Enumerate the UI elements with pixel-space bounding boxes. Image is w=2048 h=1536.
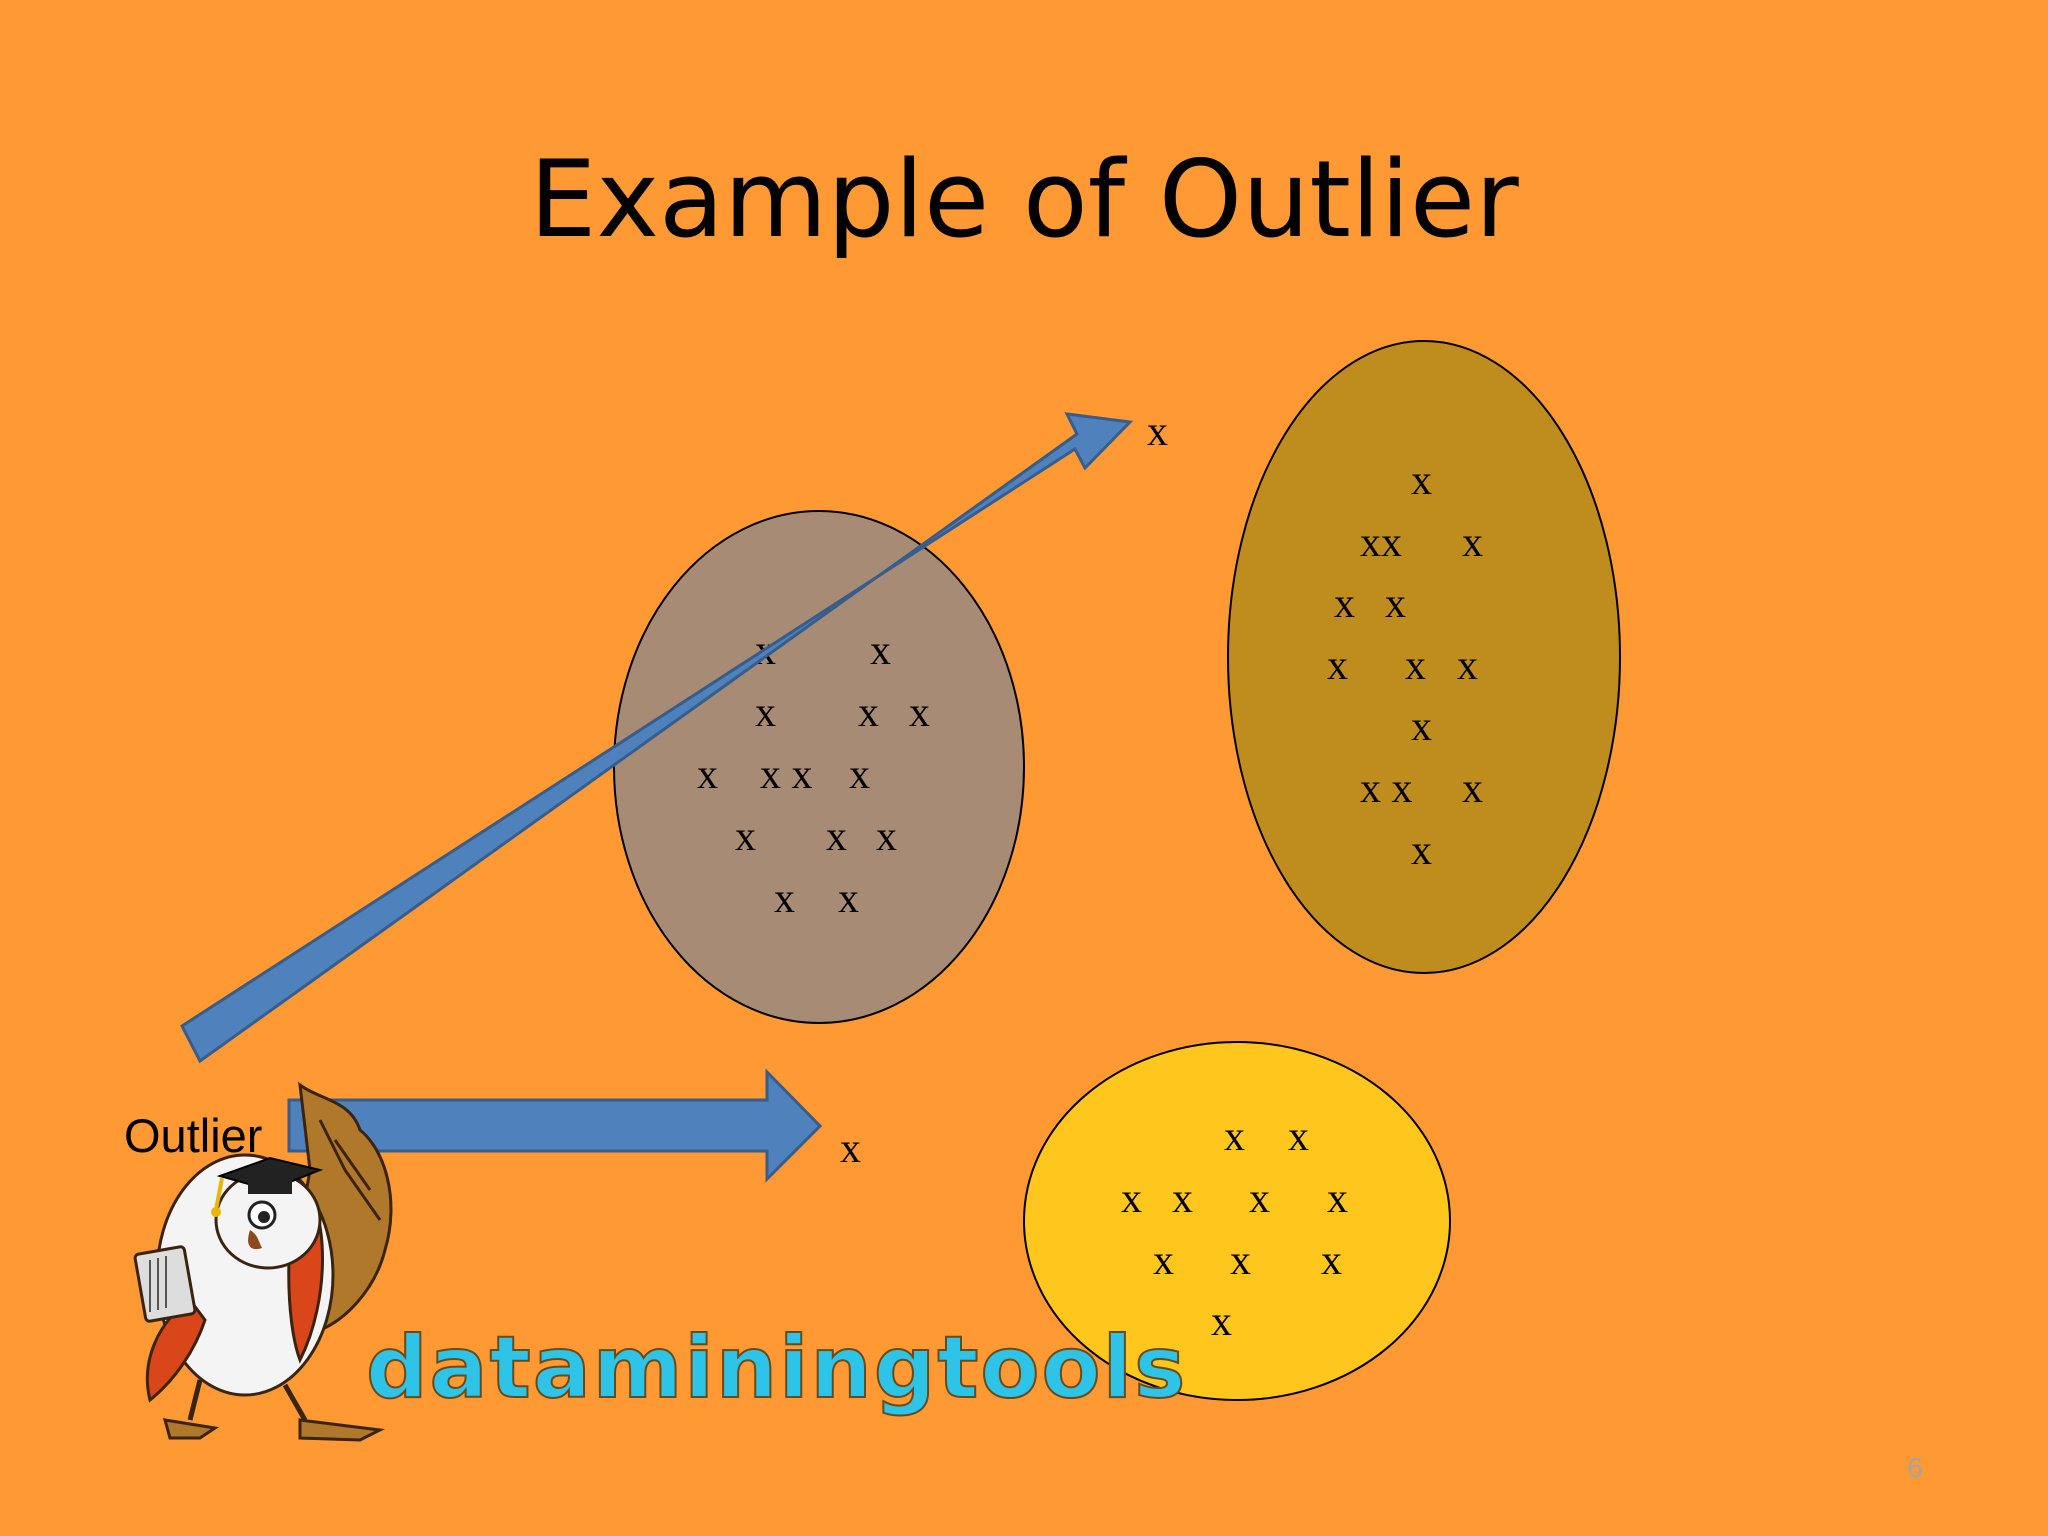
cluster-point: x — [838, 876, 859, 922]
cluster-point: x x — [1360, 766, 1413, 812]
brown-cluster: x x x x x x x x x x x x x x — [613, 510, 1025, 1024]
page-number: 6 — [1907, 1452, 1923, 1483]
cluster-point: x — [1327, 1176, 1348, 1222]
cluster-point: x — [1411, 704, 1432, 750]
cluster-point: x — [735, 814, 756, 860]
cluster-point: x — [1385, 581, 1406, 627]
arrow-to-upper-outlier — [180, 412, 1134, 1064]
cluster-point: x — [1249, 1176, 1270, 1222]
cluster-point: x — [1334, 581, 1355, 627]
cluster-point: x — [876, 814, 897, 860]
cluster-point: x — [697, 752, 718, 798]
cluster-point: xx — [1360, 520, 1402, 566]
cluster-point: x — [1224, 1114, 1245, 1160]
cluster-point: x — [1153, 1238, 1174, 1284]
cluster-point: x — [1211, 1299, 1232, 1345]
cluster-point: x — [1462, 766, 1483, 812]
yellow-cluster-ellipse — [1023, 1041, 1451, 1401]
cluster-point: x — [774, 876, 795, 922]
outlier-point-lower: x — [840, 1126, 861, 1172]
cluster-point: x — [1230, 1238, 1251, 1284]
logo-text: dataminingtools — [366, 1318, 1187, 1418]
cluster-point: x — [909, 690, 930, 736]
cluster-point: x — [858, 690, 879, 736]
cluster-point: x — [1462, 520, 1483, 566]
cluster-point: x — [870, 628, 891, 674]
cluster-point: x — [1121, 1176, 1142, 1222]
cluster-point: x — [1288, 1114, 1309, 1160]
owl-mascot-icon — [133, 1081, 393, 1442]
cluster-point: x — [826, 814, 847, 860]
gold-cluster: x xx x x x x x x x x x x x — [1227, 340, 1621, 974]
cluster-point: x — [1172, 1176, 1193, 1222]
cluster-point: x — [1327, 643, 1348, 689]
outlier-label: Outlier — [124, 1109, 262, 1162]
cluster-point: x — [1321, 1238, 1342, 1284]
cluster-point: x — [1411, 458, 1432, 504]
gold-cluster-ellipse — [1227, 340, 1621, 974]
cluster-point: x x — [760, 752, 813, 798]
cluster-point: x — [1405, 643, 1426, 689]
brown-cluster-ellipse — [613, 510, 1025, 1024]
cluster-point: x — [849, 752, 870, 798]
cluster-point: x — [1457, 643, 1478, 689]
outlier-point-upper: x — [1147, 409, 1168, 455]
cluster-point: x — [755, 690, 776, 736]
book-icon — [133, 1245, 197, 1323]
slide-title: Example of Outlier — [529, 138, 1519, 261]
yellow-cluster: x x x x x x x x x x — [1023, 1041, 1451, 1401]
graduation-cap-icon — [211, 1156, 324, 1217]
cluster-point: x — [1411, 828, 1432, 874]
